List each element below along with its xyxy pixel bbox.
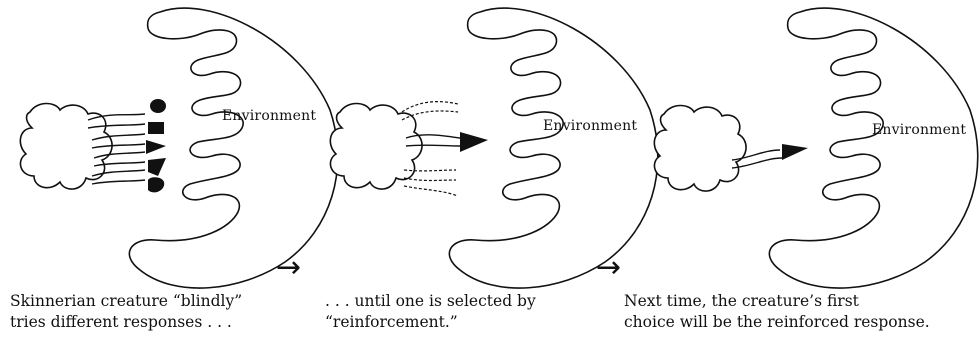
faded-tentacle-icon — [404, 170, 456, 171]
caption-panel-1: Skinnerian creature “blindly” tries diff… — [10, 291, 242, 333]
panel-2 — [330, 8, 657, 288]
environment-label: Environment — [543, 118, 637, 134]
triangle-response-icon — [460, 132, 488, 152]
arrow-right-icon: → — [276, 258, 301, 278]
circle-response-icon — [150, 99, 166, 113]
environment-label: Environment — [872, 122, 966, 138]
triangle-response-icon — [146, 140, 166, 154]
response-shapes — [146, 99, 166, 192]
response-tentacle-icon — [92, 180, 145, 184]
environment-label: Environment — [222, 108, 316, 124]
wedge-response-icon — [148, 158, 166, 176]
caption-line: choice will be the reinforced response. — [624, 312, 930, 333]
caption-line: Skinnerian creature “blindly” — [10, 291, 242, 312]
faded-tentacle-icon — [404, 186, 458, 196]
caption-line: . . . until one is selected by — [325, 291, 536, 312]
faded-tentacle-icon — [402, 102, 458, 112]
response-tentacle-icon — [406, 145, 460, 146]
environment-shape-icon — [449, 8, 657, 288]
arrow-right-icon: → — [596, 258, 621, 278]
caption-panel-3: Next time, the creature’s first choice w… — [624, 291, 930, 333]
blob-response-icon — [148, 177, 164, 192]
triangle-response-icon — [782, 144, 808, 160]
caption-line: “reinforcement.” — [325, 312, 536, 333]
caption-panel-2: . . . until one is selected by “reinforc… — [325, 291, 536, 333]
faded-tentacle-icon — [404, 178, 456, 181]
creature-blob-icon — [654, 106, 746, 192]
panel-3 — [654, 8, 977, 288]
panel-1 — [20, 8, 337, 288]
caption-line: Next time, the creature’s first — [624, 291, 930, 312]
square-response-icon — [148, 122, 164, 134]
caption-line: tries different responses . . . — [10, 312, 242, 333]
